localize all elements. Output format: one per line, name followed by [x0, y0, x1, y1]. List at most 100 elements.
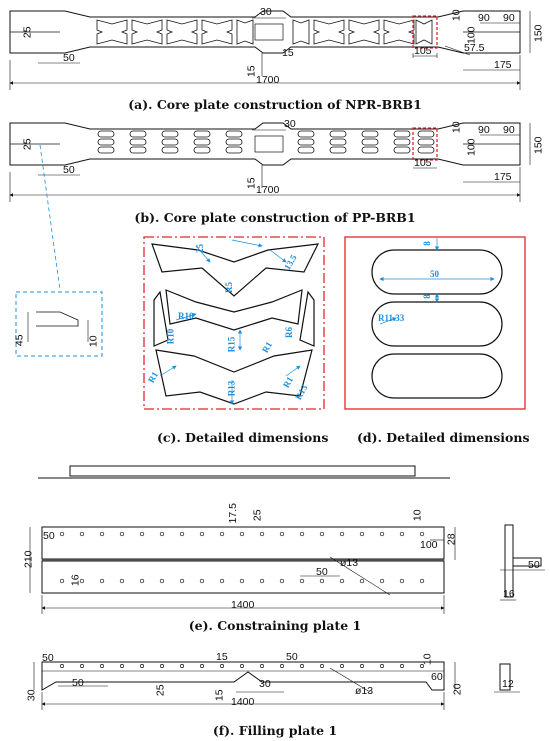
bolt-hole — [279, 531, 285, 537]
bolt-hole — [60, 664, 64, 668]
slotted-holes-b — [97, 130, 435, 154]
slot-hole — [225, 138, 243, 146]
caption-c: (c). Detailed dimensions — [157, 430, 329, 445]
bolt-hole — [299, 531, 305, 537]
slot-hole — [393, 130, 411, 138]
dim-c-r5: R5 — [224, 282, 234, 293]
dim-e-50b: 50 — [316, 566, 328, 578]
dim-a-50: 50 — [63, 52, 75, 64]
bolt-hole — [280, 664, 284, 668]
bolt-hole — [179, 531, 185, 537]
slot-hole — [361, 146, 379, 154]
bolt-hole — [160, 664, 164, 668]
slot-hole — [129, 146, 147, 154]
caption-a: (a). Core plate construction of NPR-BRB1 — [128, 97, 422, 112]
anchor-inset — [15, 291, 103, 357]
dim-inset-45: 45 — [13, 334, 26, 347]
dim-e-25: 25 — [251, 509, 264, 522]
core-plate-a — [9, 10, 531, 90]
dim-inset-10: 10 — [87, 335, 100, 348]
dim-b-10: 10 — [450, 121, 463, 134]
dim-c-25: 25 — [195, 244, 205, 253]
dim-c-r10a: R10 — [178, 311, 194, 321]
dim-f-phi13: ø13 — [355, 685, 374, 697]
auxetic-cells-right — [292, 19, 433, 45]
bolt-hole — [419, 531, 425, 537]
slot-hole — [97, 138, 115, 146]
slot-hole — [417, 138, 435, 146]
dim-f-1400: 1400 — [231, 696, 255, 708]
bolt-hole — [59, 531, 65, 537]
dim-d-8b: 8 — [421, 294, 432, 299]
slot-hole — [417, 146, 435, 154]
dim-f-50c: 50 — [72, 677, 84, 689]
slot-hole — [361, 138, 379, 146]
slot-hole — [297, 130, 315, 138]
slot-hole — [129, 130, 147, 138]
auxetic-cells-left — [96, 19, 254, 45]
dim-e-16a: 16 — [69, 574, 82, 587]
bolt-hole — [59, 578, 65, 584]
dim-f-50a: 50 — [42, 652, 54, 664]
bolt-hole — [259, 531, 265, 537]
bolt-hole — [339, 531, 345, 537]
bolt-hole — [119, 531, 125, 537]
bolt-hole — [340, 664, 344, 668]
dim-a-15a: 15 — [282, 47, 294, 59]
dim-e-50a: 50 — [43, 530, 55, 542]
bolt-hole — [199, 578, 205, 584]
bolt-hole — [120, 664, 124, 668]
bolt-hole — [419, 578, 425, 584]
bolt-hole — [159, 531, 165, 537]
bolt-hole — [360, 664, 364, 668]
dim-e-210: 210 — [22, 550, 35, 569]
slot-hole — [297, 146, 315, 154]
dim-e-16b: 16 — [503, 588, 515, 600]
dim-f-12: 12 — [502, 678, 514, 690]
detail-c — [143, 236, 325, 410]
dim-c-r13a: R13 — [226, 380, 237, 397]
slot-hole — [329, 138, 347, 146]
dim-f-20: 20 — [451, 683, 464, 696]
bolt-hole — [420, 664, 424, 668]
slot-hole — [361, 130, 379, 138]
bolt-hole — [140, 664, 144, 668]
bolt-hole — [100, 664, 104, 668]
dim-f-60: 60 — [431, 671, 443, 683]
dim-e-50c: 50 — [528, 559, 540, 571]
bolt-hole — [159, 578, 165, 584]
filling-plate — [33, 661, 520, 710]
bolt-hole — [239, 531, 245, 537]
dim-b-105: 105 — [414, 157, 432, 169]
slot-hole — [129, 138, 147, 146]
bolt-hole — [119, 578, 125, 584]
dim-a-1700: 1700 — [256, 74, 280, 86]
core-plate-b — [9, 122, 531, 291]
bolt-holes-e — [59, 531, 425, 584]
slot-hole — [97, 130, 115, 138]
dim-f-30a: 30 — [25, 689, 38, 702]
slot-hole — [329, 146, 347, 154]
slot-hole — [329, 130, 347, 138]
bolt-hole — [299, 578, 305, 584]
slot-hole — [161, 130, 179, 138]
bolt-hole — [219, 531, 225, 537]
dim-f-15b: 15 — [213, 689, 226, 702]
bolt-hole — [379, 578, 385, 584]
dim-d-r11-33: R11.33 — [378, 313, 405, 323]
bolt-hole — [279, 578, 285, 584]
bolt-hole — [399, 578, 405, 584]
bolt-hole — [399, 531, 405, 537]
dim-b-1700: 1700 — [256, 184, 280, 196]
detail-d — [344, 236, 526, 410]
caption-d: (d). Detailed dimensions — [357, 430, 530, 445]
bolt-hole — [320, 664, 324, 668]
bolt-hole — [99, 531, 105, 537]
slot-hole — [97, 146, 115, 154]
dim-a-30: 30 — [260, 6, 272, 18]
slot-hole — [393, 146, 411, 154]
dim-a-57-5: 57.5 — [464, 42, 485, 54]
bolt-hole — [200, 664, 204, 668]
bolt-hole — [220, 664, 224, 668]
